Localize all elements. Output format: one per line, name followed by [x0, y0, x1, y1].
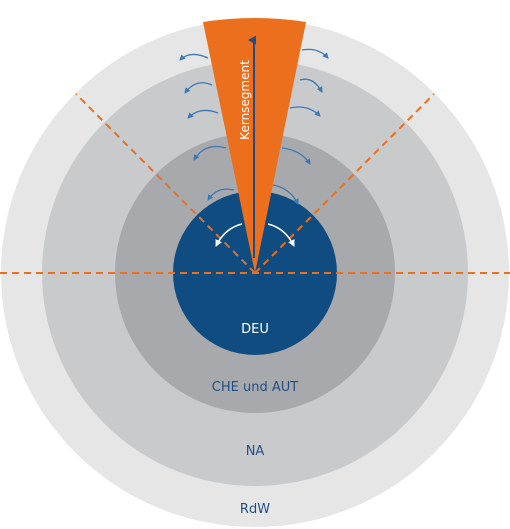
- ring-label-che-aut: CHE und AUT: [212, 380, 298, 395]
- inner-arrow-right: [267, 223, 295, 247]
- expansion-arrow-left-5: [207, 188, 235, 201]
- inner-arrow-left: [215, 223, 243, 247]
- inner-rotation-arrows: [215, 223, 295, 247]
- expansion-arrow-right-4: [281, 147, 311, 165]
- ring-label-na: NA: [246, 444, 265, 459]
- expansion-arrows-left: [179, 53, 235, 201]
- expansion-arrow-right-3: [289, 106, 321, 117]
- expansion-arrow-left-4: [193, 145, 227, 161]
- expansion-arrows-right: [272, 48, 329, 205]
- expansion-arrow-left-3: [187, 109, 219, 119]
- ring-label-deu: DEU: [241, 322, 269, 337]
- expansion-arrow-left-1: [179, 53, 209, 61]
- dashed-left-diagonal: [75, 93, 256, 274]
- expansion-arrow-right-5: [272, 184, 299, 205]
- expansion-arrow-right-1: [301, 48, 329, 59]
- dashed-right-diagonal: [254, 93, 435, 274]
- expansion-arrow-left-2: [184, 82, 213, 94]
- segment-label: Kernsegment: [238, 60, 252, 140]
- expansion-arrow-right-2: [299, 78, 323, 93]
- ring-label-rdw: RdW: [240, 502, 270, 517]
